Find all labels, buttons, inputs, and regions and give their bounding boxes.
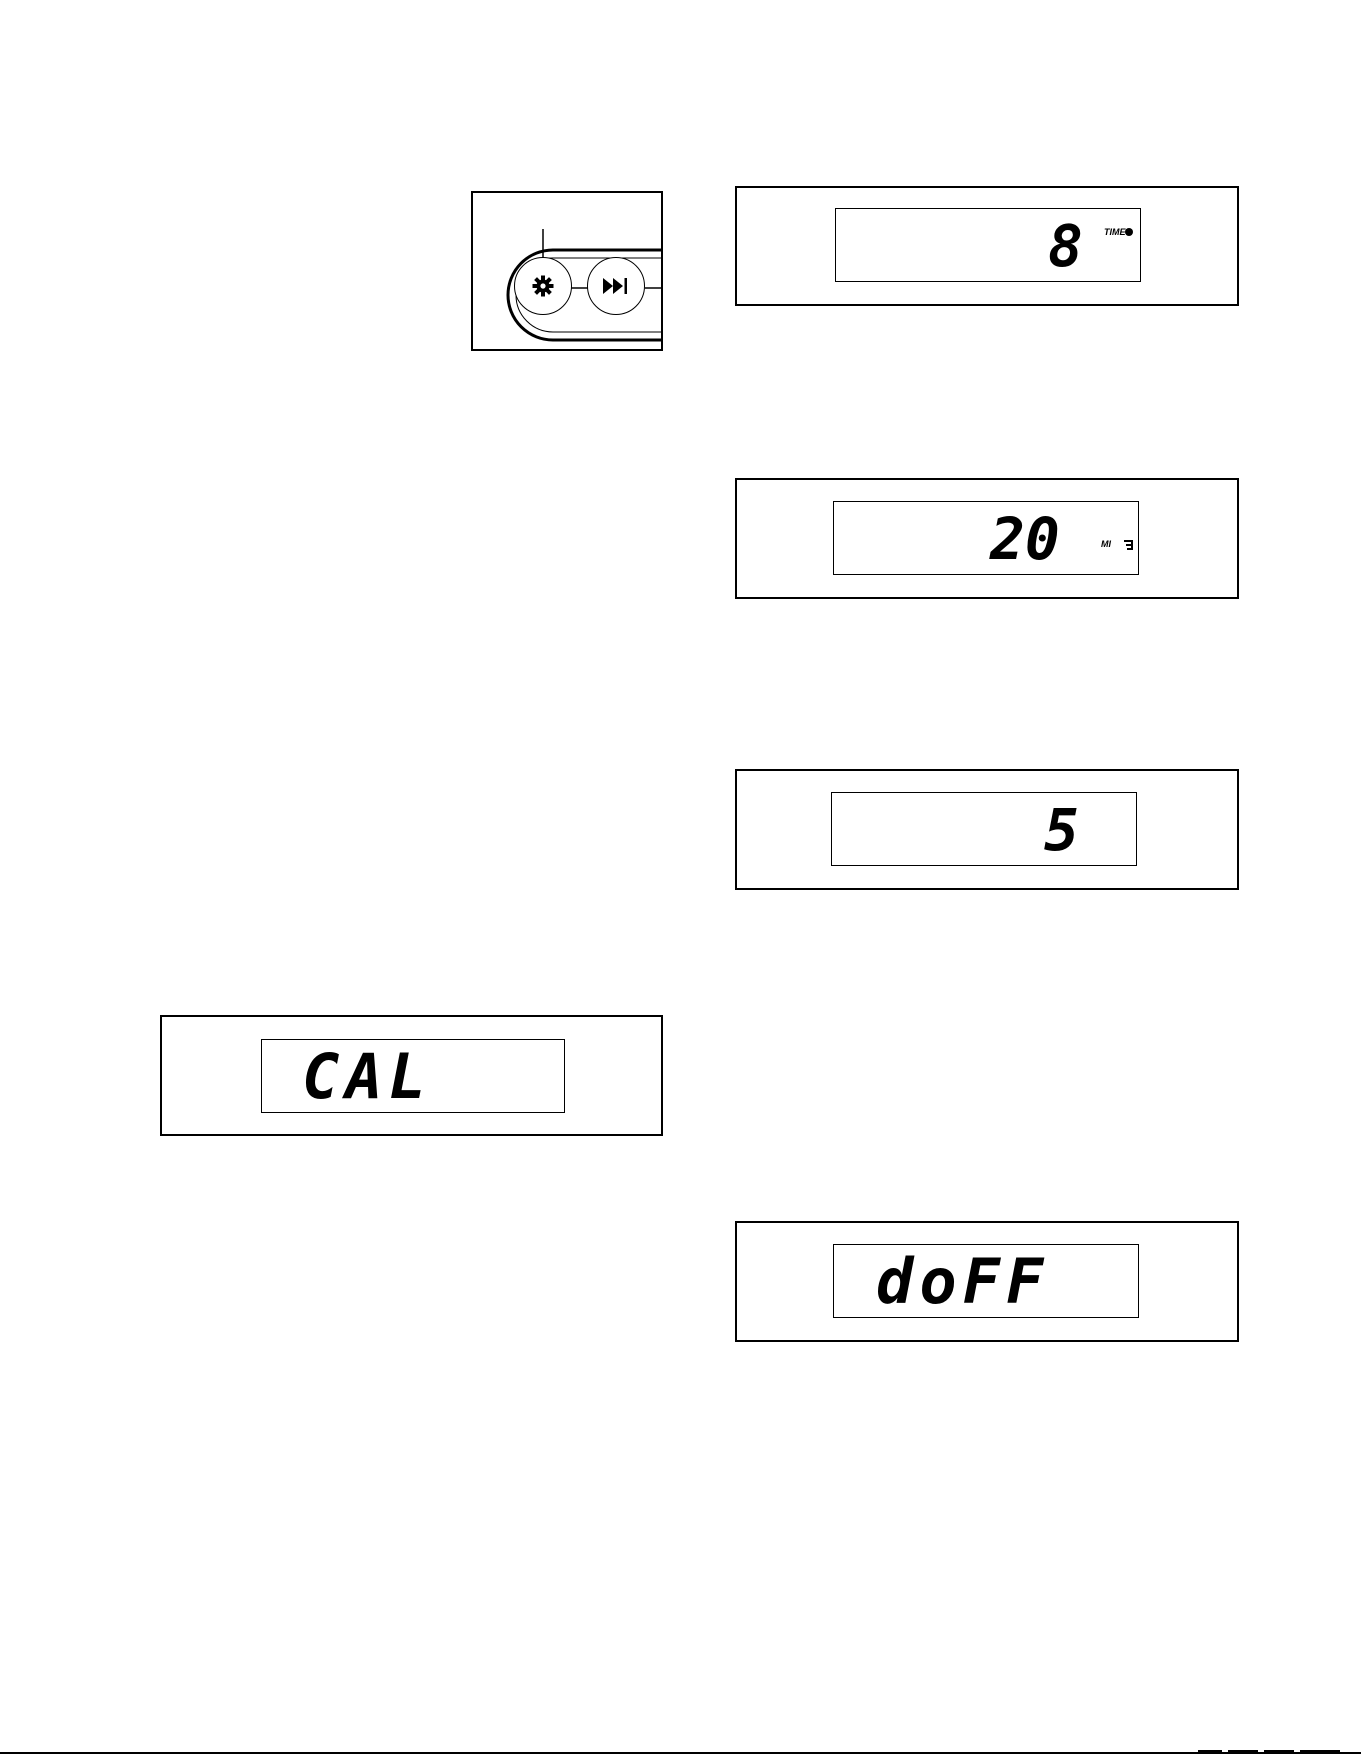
lcd-screen: 8 TIME — [835, 208, 1141, 282]
page-bottom-mark — [1198, 1750, 1222, 1752]
page-bottom-mark — [1300, 1750, 1340, 1752]
lcd-screen: CAL — [261, 1039, 565, 1113]
skip-button[interactable] — [587, 257, 645, 315]
lcd-text-value: doFF — [876, 1251, 1049, 1313]
time-label: TIME — [1104, 228, 1126, 237]
lcd-digit-value: 5 — [1044, 801, 1079, 859]
display-time-figure: 8 TIME — [735, 186, 1239, 306]
skip-forward-icon — [603, 276, 629, 296]
time-indicator-dot — [1125, 228, 1133, 236]
display-doff-figure: doFF — [735, 1221, 1239, 1342]
button-panel-figure — [471, 191, 663, 351]
page-bottom-mark — [1228, 1750, 1258, 1752]
settings-button[interactable] — [514, 257, 572, 315]
lcd-digit-value: 20 — [990, 510, 1060, 568]
page-bottom-rule — [0, 1752, 1361, 1754]
segment-indicator-icon — [1123, 540, 1133, 550]
lcd-screen: doFF — [833, 1244, 1139, 1318]
lcd-text-value: CAL — [302, 1046, 432, 1108]
lcd-digit-value: 8 — [1048, 217, 1083, 275]
display-distance-figure: 20 MI — [735, 478, 1239, 599]
gear-icon — [531, 274, 555, 298]
page-bottom-mark — [1264, 1750, 1294, 1752]
mi-label: MI — [1101, 540, 1111, 549]
lcd-screen: 20 MI — [833, 501, 1139, 575]
display-five-figure: 5 — [735, 769, 1239, 890]
display-cal-figure: CAL — [160, 1015, 663, 1136]
lcd-screen: 5 — [831, 792, 1137, 866]
